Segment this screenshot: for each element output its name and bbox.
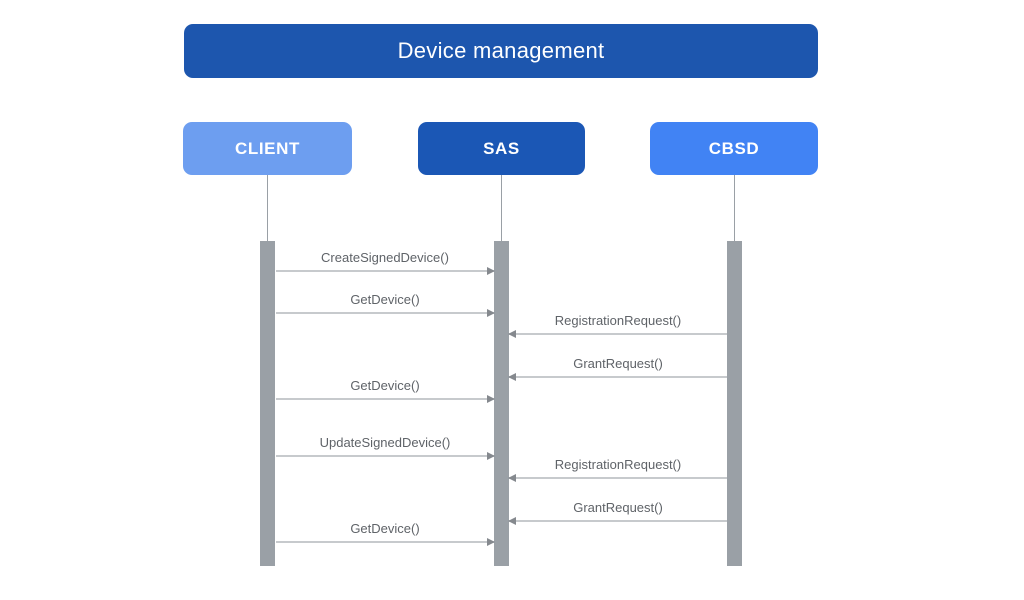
message-label: UpdateSignedDevice() — [319, 435, 451, 450]
activation-bar-cbsd — [727, 241, 742, 566]
message-get-device-3: GetDevice() — [276, 517, 495, 546]
arrow-right-icon — [487, 538, 495, 546]
message-registration-request-2: RegistrationRequest() — [508, 453, 727, 482]
arrow-line — [276, 452, 495, 460]
message-label: GetDevice() — [350, 292, 420, 307]
arrow-line — [276, 538, 495, 546]
lifeline-sas — [501, 175, 502, 241]
message-label: GetDevice() — [350, 521, 420, 536]
arrow-line — [508, 373, 727, 381]
message-label: GetDevice() — [350, 378, 420, 393]
message-get-device-1: GetDevice() — [276, 288, 495, 317]
message-update-signed-device: UpdateSignedDevice() — [276, 431, 495, 460]
arrow-right-icon — [487, 309, 495, 317]
activation-bar-sas — [494, 241, 509, 566]
message-grant-request-1: GrantRequest() — [508, 352, 727, 381]
arrow-left-icon — [508, 330, 516, 338]
arrow-line — [508, 330, 727, 338]
arrow-right-icon — [487, 395, 495, 403]
actor-sas: SAS — [418, 122, 585, 175]
actor-client: CLIENT — [183, 122, 352, 175]
message-label: RegistrationRequest() — [554, 313, 682, 328]
arrow-right-icon — [487, 452, 495, 460]
message-label: RegistrationRequest() — [554, 457, 682, 472]
arrow-line — [276, 309, 495, 317]
actor-cbsd: CBSD — [650, 122, 818, 175]
arrow-line — [276, 395, 495, 403]
arrow-left-icon — [508, 517, 516, 525]
arrow-line — [276, 267, 495, 275]
arrow-line — [508, 517, 727, 525]
message-create-signed-device: CreateSignedDevice() — [276, 246, 495, 275]
message-grant-request-2: GrantRequest() — [508, 496, 727, 525]
arrow-left-icon — [508, 373, 516, 381]
arrow-right-icon — [487, 267, 495, 275]
message-label: CreateSignedDevice() — [321, 250, 449, 265]
message-label: GrantRequest() — [573, 500, 663, 515]
lifeline-client — [267, 175, 268, 241]
diagram-title: Device management — [184, 24, 818, 78]
arrow-line — [508, 474, 727, 482]
activation-bar-client — [260, 241, 275, 566]
lifeline-cbsd — [734, 175, 735, 241]
message-get-device-2: GetDevice() — [276, 374, 495, 403]
message-label: GrantRequest() — [573, 356, 663, 371]
message-registration-request-1: RegistrationRequest() — [508, 309, 727, 338]
arrow-left-icon — [508, 474, 516, 482]
